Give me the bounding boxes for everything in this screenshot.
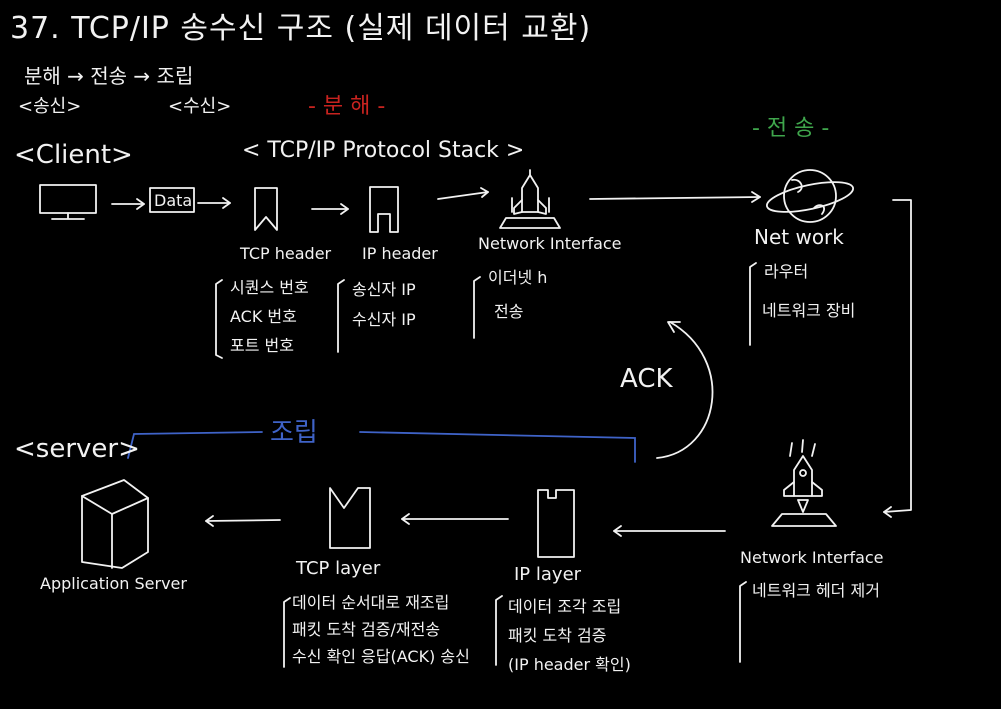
network-item: 라우터: [764, 262, 809, 281]
ip-header-bracket: [337, 279, 345, 353]
data-box-label: Data: [154, 191, 193, 210]
server-label: <server>: [14, 434, 140, 464]
tcp-layer-bracket: [283, 597, 291, 668]
arrow-ip-to-nic: [437, 187, 489, 200]
ip-layer-label: IP layer: [514, 564, 582, 585]
stack-label: < TCP/IP Protocol Stack >: [242, 138, 525, 163]
nic-item: 전송: [494, 302, 524, 321]
network-bracket: [749, 262, 757, 346]
application-server-icon: [81, 479, 149, 569]
network-label: Net work: [754, 225, 844, 249]
data-box: [149, 187, 195, 213]
nic-item: 이더넷 h: [488, 268, 548, 287]
arrow-nic-to-network: [589, 191, 761, 203]
server-network-interface-icon: [771, 439, 837, 527]
server-nic-bracket: [739, 581, 747, 663]
ip-layer-icon: [537, 489, 575, 558]
tcp-layer-item: 패킷 도착 검증/재전송: [292, 620, 441, 639]
ip-header-item: 수신자 IP: [352, 310, 416, 329]
tcp-layer-label: TCP layer: [296, 558, 381, 579]
arrow-tcp-to-app: [205, 515, 281, 527]
ack-label: ACK: [620, 364, 673, 394]
section-assembly: 조립: [270, 418, 318, 448]
ip-layer-bracket: [495, 595, 503, 666]
arrow-ip-to-tcp-layer: [401, 513, 509, 525]
client-label: <Client>: [14, 140, 133, 170]
tcp-header-label: TCP header: [240, 244, 332, 263]
server-nic-item: 네트워크 헤더 제거: [752, 581, 880, 600]
arrow-nic-to-ip-layer: [613, 525, 726, 537]
tcp-header-item: 시퀀스 번호: [230, 278, 309, 297]
tcp-layer-item: 수신 확인 응답(ACK) 송신: [292, 647, 470, 666]
flow-receiver: <수신>: [168, 96, 232, 117]
arrow-client-to-data: [111, 198, 145, 210]
ip-header-label: IP header: [362, 244, 438, 263]
arrow-data-to-tcp: [197, 197, 231, 209]
page-title: 37. TCP/IP 송수신 구조 (실제 데이터 교환): [10, 11, 592, 46]
ip-header-icon: [369, 186, 399, 233]
ack-arrow: [656, 321, 714, 459]
tcp-header-icon: [254, 187, 278, 231]
assembly-line: [127, 431, 636, 463]
network-interface-icon: [499, 169, 561, 229]
server-nic-label: Network Interface: [740, 548, 884, 567]
arrow-network-down: [883, 199, 912, 518]
flow-steps: 분해 → 전송 → 조립: [24, 64, 194, 88]
client-monitor-icon: [39, 184, 97, 220]
section-disassembly: - 분 해 -: [308, 94, 386, 119]
tcp-header-bracket: [215, 279, 223, 359]
ip-layer-item: 데이터 조각 조립: [508, 597, 622, 616]
ip-header-item: 송신자 IP: [352, 280, 416, 299]
ip-layer-item: 패킷 도착 검증: [508, 626, 607, 645]
arrow-tcp-to-ip: [311, 203, 349, 215]
nic-bracket: [473, 276, 481, 339]
tcp-layer-icon: [329, 487, 371, 549]
flow-sender: <송신>: [18, 96, 82, 117]
section-transmission: - 전 송 -: [752, 116, 830, 141]
application-server-label: Application Server: [40, 574, 187, 593]
network-item: 네트워크 장비: [762, 301, 856, 320]
globe-icon: [765, 169, 855, 223]
ip-layer-item: (IP header 확인): [508, 655, 631, 674]
tcp-header-item: 포트 번호: [230, 336, 294, 355]
nic-label: Network Interface: [478, 234, 622, 253]
tcp-header-item: ACK 번호: [230, 307, 297, 326]
tcp-layer-item: 데이터 순서대로 재조립: [292, 593, 450, 612]
